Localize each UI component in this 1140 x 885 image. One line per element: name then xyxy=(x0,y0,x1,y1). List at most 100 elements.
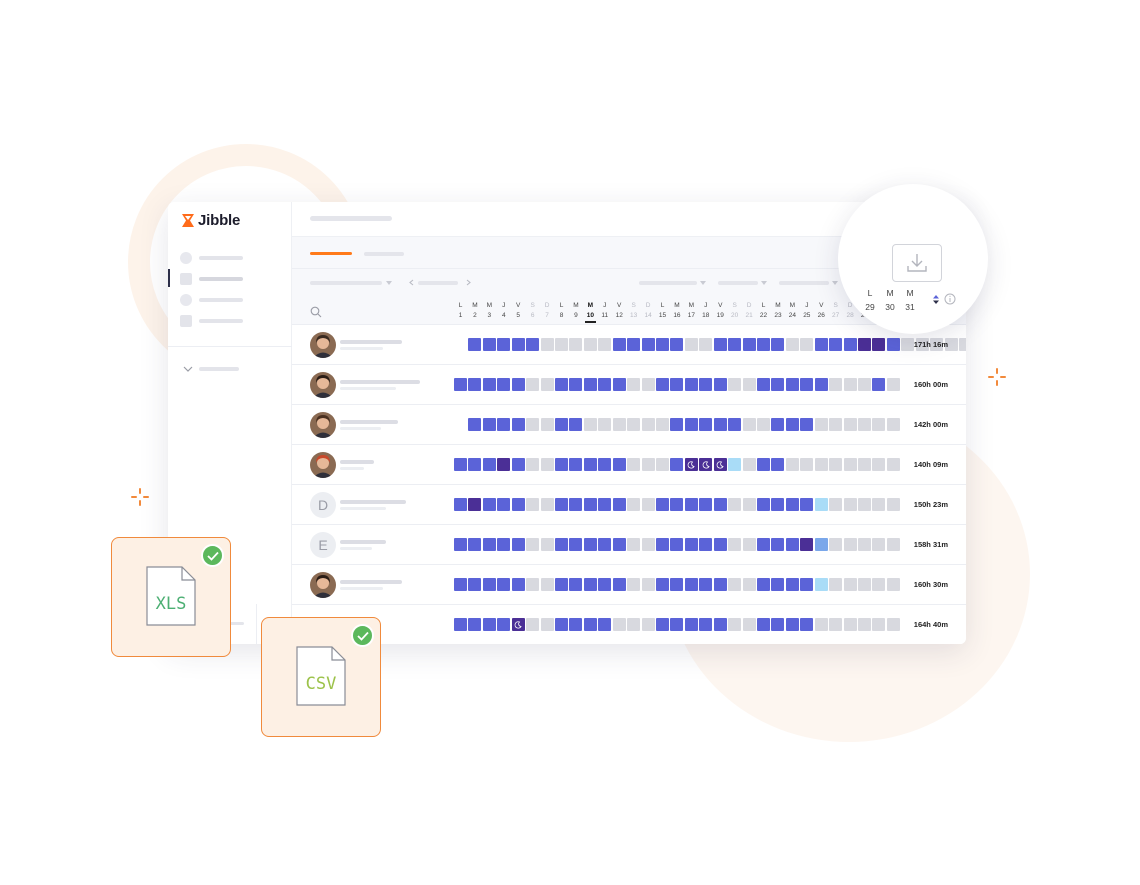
day-cell[interactable] xyxy=(886,538,900,551)
sort-icon[interactable] xyxy=(933,295,939,304)
day-cell[interactable] xyxy=(540,378,554,391)
day-cell[interactable] xyxy=(728,458,742,471)
day-cell[interactable] xyxy=(858,538,872,551)
day-cell[interactable] xyxy=(771,538,785,551)
day-cell[interactable] xyxy=(468,538,482,551)
day-cell[interactable] xyxy=(872,498,886,511)
day-cell[interactable] xyxy=(627,618,641,631)
day-cell[interactable] xyxy=(699,618,713,631)
day-cell[interactable] xyxy=(757,338,771,351)
day-cell[interactable] xyxy=(713,498,727,511)
day-cell[interactable] xyxy=(699,498,713,511)
day-cell[interactable] xyxy=(829,578,843,591)
day-cell[interactable] xyxy=(843,458,857,471)
sidebar-item-3[interactable] xyxy=(180,294,243,306)
day-cell[interactable] xyxy=(540,458,554,471)
day-cell[interactable] xyxy=(468,418,482,431)
day-cell[interactable] xyxy=(555,498,568,511)
day-cell[interactable] xyxy=(670,578,684,591)
day-cell[interactable] xyxy=(612,418,626,431)
day-cell[interactable] xyxy=(886,378,900,391)
day-cell[interactable] xyxy=(656,618,670,631)
day-cell[interactable] xyxy=(511,498,525,511)
day-cell[interactable] xyxy=(555,578,568,591)
day-cell[interactable] xyxy=(555,418,568,431)
day-cell[interactable] xyxy=(598,618,612,631)
day-cell[interactable] xyxy=(612,458,626,471)
day-cell[interactable] xyxy=(814,538,828,551)
day-cell[interactable] xyxy=(872,378,886,391)
view-dropdown[interactable] xyxy=(718,281,758,285)
day-cell[interactable] xyxy=(858,498,872,511)
search-icon[interactable] xyxy=(310,306,322,318)
table-row[interactable]: 140h 09m xyxy=(292,444,966,484)
day-cell[interactable] xyxy=(872,618,886,631)
day-cell[interactable] xyxy=(598,458,612,471)
day-cell[interactable] xyxy=(540,618,554,631)
info-icon[interactable] xyxy=(944,293,956,305)
day-cell[interactable] xyxy=(526,338,540,351)
day-cell[interactable] xyxy=(771,578,785,591)
day-cell[interactable] xyxy=(454,578,467,591)
day-cell[interactable] xyxy=(497,378,511,391)
day-cell[interactable] xyxy=(814,378,828,391)
day-cell[interactable] xyxy=(699,338,713,351)
day-cell[interactable] xyxy=(569,338,583,351)
day-cell[interactable] xyxy=(886,458,900,471)
logo[interactable]: Jibble xyxy=(181,212,240,229)
day-cell[interactable] xyxy=(612,338,626,351)
day-cell[interactable] xyxy=(612,498,626,511)
day-cell[interactable] xyxy=(728,378,742,391)
day-cell[interactable] xyxy=(843,578,857,591)
day-cell[interactable] xyxy=(627,418,641,431)
day-cell[interactable] xyxy=(656,378,670,391)
day-cell[interactable] xyxy=(598,418,612,431)
day-cell[interactable] xyxy=(814,578,828,591)
day-cell[interactable] xyxy=(858,418,872,431)
day-cell[interactable] xyxy=(713,538,727,551)
day-cell[interactable] xyxy=(468,498,482,511)
download-button[interactable] xyxy=(892,244,942,282)
day-cell[interactable] xyxy=(843,538,857,551)
day-cell[interactable] xyxy=(641,378,655,391)
day-cell[interactable] xyxy=(641,338,655,351)
table-row[interactable]: F164h 40m xyxy=(292,604,966,644)
day-cell[interactable] xyxy=(814,498,828,511)
table-row[interactable]: 171h 16m xyxy=(292,324,966,364)
day-cell[interactable] xyxy=(684,338,698,351)
day-cell[interactable] xyxy=(598,578,612,591)
day-cell[interactable] xyxy=(728,338,742,351)
day-cell[interactable] xyxy=(583,618,597,631)
day-cell[interactable] xyxy=(526,498,540,511)
day-cell[interactable] xyxy=(482,418,496,431)
day-cell[interactable] xyxy=(742,498,756,511)
day-cell[interactable] xyxy=(482,498,496,511)
day-cell[interactable] xyxy=(684,458,698,471)
day-cell[interactable] xyxy=(569,538,583,551)
day-cell[interactable] xyxy=(944,338,958,351)
day-cell[interactable] xyxy=(497,418,511,431)
day-cell[interactable] xyxy=(699,458,713,471)
day-cell[interactable] xyxy=(829,418,843,431)
day-cell[interactable] xyxy=(627,578,641,591)
day-cell[interactable] xyxy=(742,578,756,591)
day-cell[interactable] xyxy=(583,458,597,471)
day-cell[interactable] xyxy=(641,618,655,631)
day-cell[interactable] xyxy=(785,538,799,551)
day-cell[interactable] xyxy=(482,538,496,551)
tab-2[interactable] xyxy=(364,252,404,256)
day-cell[interactable] xyxy=(656,418,670,431)
day-cell[interactable] xyxy=(555,618,568,631)
day-cell[interactable] xyxy=(757,418,771,431)
day-cell[interactable] xyxy=(886,338,900,351)
day-cell[interactable] xyxy=(829,338,843,351)
day-cell[interactable] xyxy=(858,458,872,471)
table-row[interactable]: 142h 00m xyxy=(292,404,966,444)
day-cell[interactable] xyxy=(569,498,583,511)
day-cell[interactable] xyxy=(785,498,799,511)
day-cell[interactable] xyxy=(583,538,597,551)
day-cell[interactable] xyxy=(656,498,670,511)
day-cell[interactable] xyxy=(482,338,496,351)
day-cell[interactable] xyxy=(858,618,872,631)
day-cell[interactable] xyxy=(684,578,698,591)
